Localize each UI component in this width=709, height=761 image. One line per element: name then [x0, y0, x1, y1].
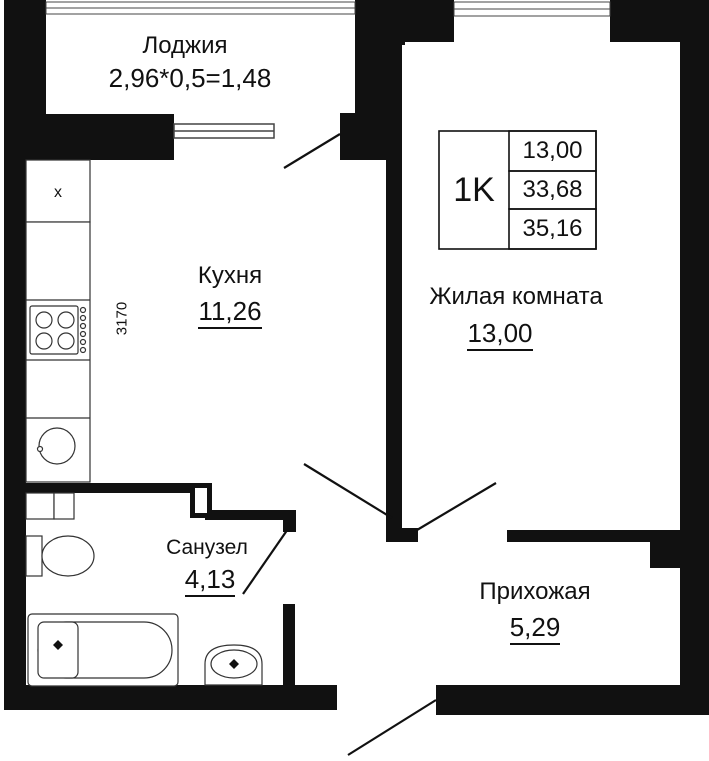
kitchen-fixtures [25, 159, 91, 483]
wall-bath-right [283, 604, 295, 708]
wall-right-outer [680, 0, 709, 715]
hallway-area: 5,29 [509, 614, 561, 645]
wall-kitchen-living [386, 40, 402, 540]
door-living [411, 482, 497, 534]
apartment-badge [438, 130, 597, 250]
wall-center-column [355, 0, 402, 160]
wall-bath-top [26, 483, 212, 493]
bathroom-fixtures [25, 492, 263, 687]
loggia-name: Лоджия [142, 32, 228, 59]
wall-loggia-bottom-left [4, 114, 174, 160]
kitchen-area: 11,26 [198, 298, 262, 329]
badge-total-area: 33,68 [522, 176, 583, 203]
door-lines [242, 133, 497, 756]
wall-loggia-left [4, 0, 46, 118]
wall-bath-top-right [205, 510, 295, 520]
kitchen-name: Кухня [197, 262, 263, 289]
wall-corner-post [386, 528, 418, 542]
door-loggia [283, 133, 341, 169]
kitchen-dimension: 3170 [113, 301, 131, 336]
door-kitchen [303, 463, 393, 519]
walls [4, 0, 709, 715]
door-entrance [347, 699, 437, 756]
wall-living-bottom-post [650, 530, 682, 568]
badge-area-with-loggia: 35,16 [522, 215, 583, 242]
living-room-area: 13,00 [467, 320, 533, 351]
windows [45, 1, 611, 139]
kitchen-sink [38, 427, 76, 465]
badge-living-area: 13,00 [522, 137, 583, 164]
wall-living-top-left [402, 0, 454, 42]
wall-bath-door-post [283, 510, 296, 532]
apartment-type-label: 1K [453, 171, 495, 209]
loggia-area: 2,96*0,5=1,48 [108, 63, 272, 93]
fridge-mark: x [54, 184, 62, 201]
wall-left-outer [4, 118, 26, 708]
toilet-bowl [41, 535, 95, 577]
toilet-tank [25, 535, 43, 577]
wall-living-bottom [507, 530, 682, 542]
living-room-name: Жилая комната [429, 283, 603, 310]
hallway-name: Прихожая [479, 578, 591, 605]
wall-bottom-left [4, 685, 337, 710]
bathroom-area: 4,13 [184, 566, 236, 597]
wall-bottom-right [436, 685, 709, 715]
door-bathroom [242, 525, 291, 595]
bathroom-name: Санузел [166, 536, 248, 559]
